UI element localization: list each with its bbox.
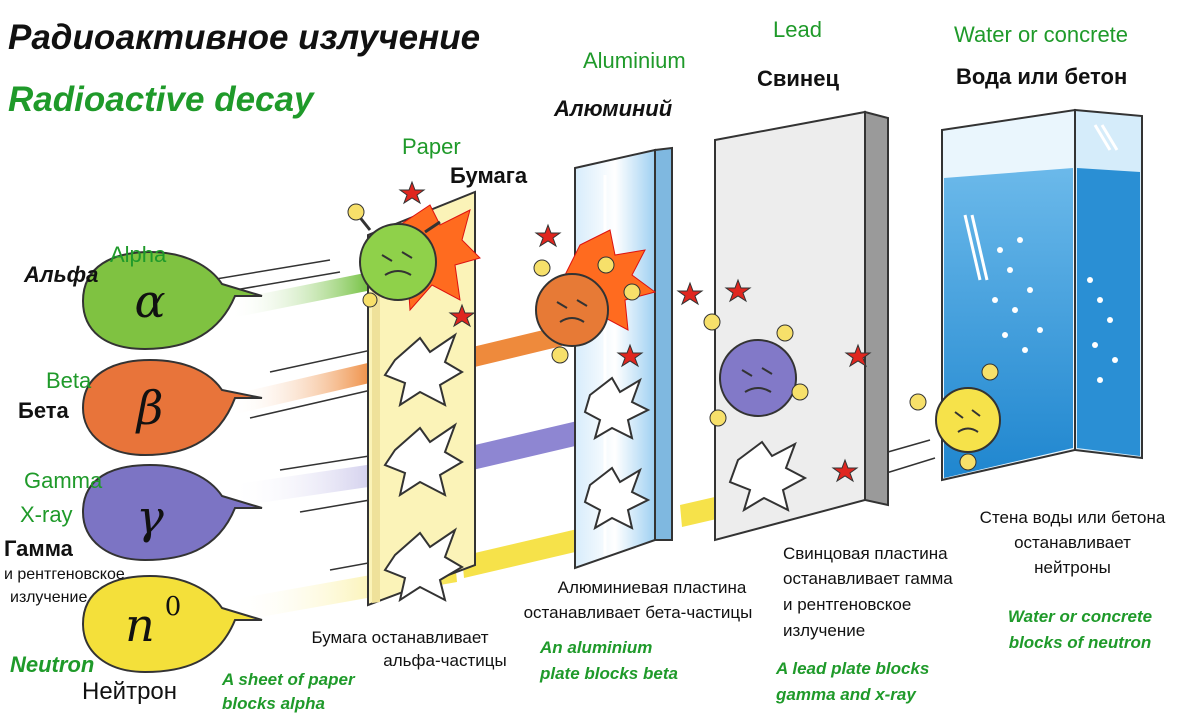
water-caption-en-1: Water or concrete — [1007, 607, 1153, 626]
lead-caption-en-2: gamma and x-ray — [776, 685, 916, 704]
lead-caption-ru-3: и рентгеновское — [783, 595, 912, 614]
gamma-character — [703, 313, 809, 427]
beta-label-ru: Бета — [18, 398, 69, 423]
red-stars — [398, 180, 872, 483]
title-en: Radioactive decay — [8, 80, 314, 119]
gamma-label-ru-2: и рентгеновское — [4, 566, 125, 583]
alpha-label-en: Alpha — [110, 242, 167, 267]
lead-label-en: Lead — [773, 17, 822, 42]
water-caption-en-2: blocks of neutron — [1008, 633, 1152, 652]
gamma-symbol: γ — [136, 490, 164, 544]
aluminium-label-ru: Алюминий — [554, 96, 673, 121]
beam-beta — [230, 326, 562, 419]
lead-caption-ru-2: останавливает гамма — [783, 569, 953, 588]
beta-bubble — [81, 358, 263, 457]
neutron-character — [909, 363, 1001, 471]
gamma-bubble — [81, 463, 263, 562]
neutron-symbol: n — [125, 598, 155, 652]
title-ru: Радиоактивное излучение — [8, 18, 481, 57]
aluminium-caption-en-1: An aluminium — [540, 638, 653, 657]
lead-label-ru: Свинец — [757, 66, 839, 91]
lead-caption-ru-1: Свинцовая пластина — [783, 544, 948, 563]
impact-bursts — [383, 332, 808, 603]
alpha-bubble — [81, 250, 263, 351]
paper-label-ru: Бумага — [450, 163, 528, 188]
lead-plate — [714, 110, 889, 542]
lead-caption-ru-4: излучение — [783, 621, 866, 640]
paper-label-en: Paper — [402, 134, 461, 159]
beta-character — [533, 256, 641, 364]
water-label-en: Water or concrete — [954, 22, 1129, 47]
paper-caption-ru-2: альфа-частицы — [383, 651, 507, 670]
xray-label-en: X-ray — [20, 502, 73, 527]
water-caption-ru-3: нейтроны — [1034, 558, 1111, 577]
aluminium-label-en: Aluminium — [583, 48, 686, 73]
water-caption-ru-1: Стена воды или бетона — [979, 508, 1166, 527]
aluminium-caption-en-2: plate blocks beta — [540, 664, 678, 683]
neutron-bubble — [81, 574, 263, 674]
neutron-label-en: Neutron — [10, 652, 95, 677]
beta-label-en: Beta — [46, 368, 92, 393]
gamma-label-ru-3: излучение — [10, 589, 88, 606]
lead-caption-en-1: A lead plate blocks — [776, 659, 930, 678]
gamma-label-en: Gamma — [24, 468, 103, 493]
alpha-character — [347, 203, 441, 308]
neutron-label-ru: Нейтрон — [82, 678, 178, 705]
paper-caption-en-1: A sheet of paper — [222, 670, 355, 689]
aluminium-caption-ru-2: останавливает бета-частицы — [523, 603, 753, 622]
aluminium-caption-ru-1: Алюминиевая пластина — [557, 578, 747, 597]
water-label-ru: Вода или бетон — [956, 64, 1128, 89]
paper-caption-en-2: blocks alpha — [222, 694, 325, 713]
beta-symbol: β — [136, 381, 164, 435]
alpha-symbol: α — [134, 274, 166, 328]
neutron-symbol-sup: 0 — [164, 592, 182, 622]
water-caption-ru-2: останавливает — [1014, 533, 1131, 552]
gamma-label-ru: Гамма — [4, 536, 73, 561]
alpha-label-ru: Альфа — [24, 262, 99, 287]
paper-caption-ru-1: Бумага останавливает — [311, 628, 489, 647]
